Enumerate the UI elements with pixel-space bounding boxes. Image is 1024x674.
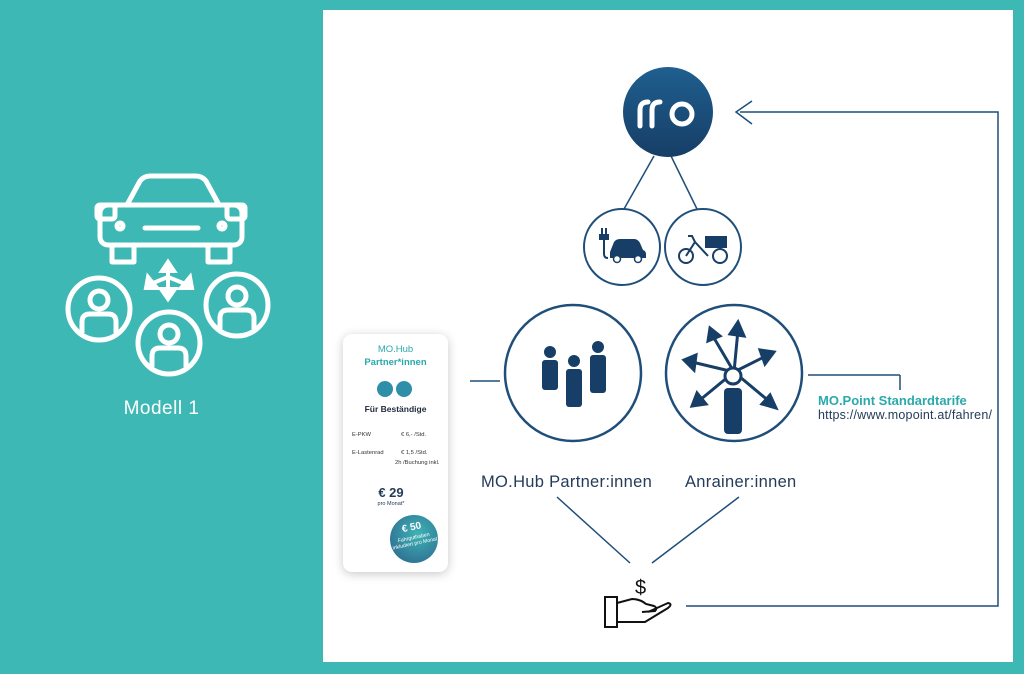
cargo-bike-icon <box>664 208 742 286</box>
card-row-label: E-Lastenrad <box>352 450 384 456</box>
card-price-note: pro Monat* <box>377 501 405 507</box>
mopoint-logo-icon <box>623 67 713 157</box>
model-label: Modell 1 <box>123 398 200 419</box>
residents-directions-icon <box>664 303 804 443</box>
card-row-note: 2h /Buchung inkl. <box>395 460 440 466</box>
partners-group-icon <box>503 303 643 443</box>
arrows-icon <box>143 258 195 303</box>
tariff-url-link[interactable]: https://www.mopoint.at/fahren/ <box>818 408 993 422</box>
connector-lines <box>470 100 999 607</box>
card-subtitle: Partner*innen <box>364 357 427 368</box>
partners-label: MO.Hub Partner:innen <box>481 473 653 491</box>
card-car-icon <box>377 381 393 397</box>
card-row-value: € 1,5 /Std. <box>401 450 428 456</box>
hand-dollar-icon <box>604 596 672 628</box>
residents-label: Anrainer:innen <box>685 473 797 491</box>
card-price: € 29 <box>378 485 404 500</box>
card-bike-icon <box>396 381 412 397</box>
car-sharing-icon <box>94 173 248 265</box>
dollar-sign: $ <box>635 577 646 599</box>
person-icon <box>65 275 133 343</box>
person-icon <box>135 309 203 377</box>
card-heading: Für Beständige <box>364 404 427 414</box>
person-icon <box>203 271 271 339</box>
tariff-card: MO.Hub Partner*innen Für Beständige E-PK… <box>343 334 448 572</box>
card-row-value: € 6,- /Std. <box>401 432 427 438</box>
card-title: MO.Hub <box>377 344 414 355</box>
card-row-label: E-PKW <box>352 432 372 438</box>
tariff-title: MO.Point Standardtarife <box>818 393 967 408</box>
e-car-charging-icon <box>583 208 661 286</box>
card-badge: € 50 Fahrguthaben inkludiert pro Monat <box>385 510 443 568</box>
